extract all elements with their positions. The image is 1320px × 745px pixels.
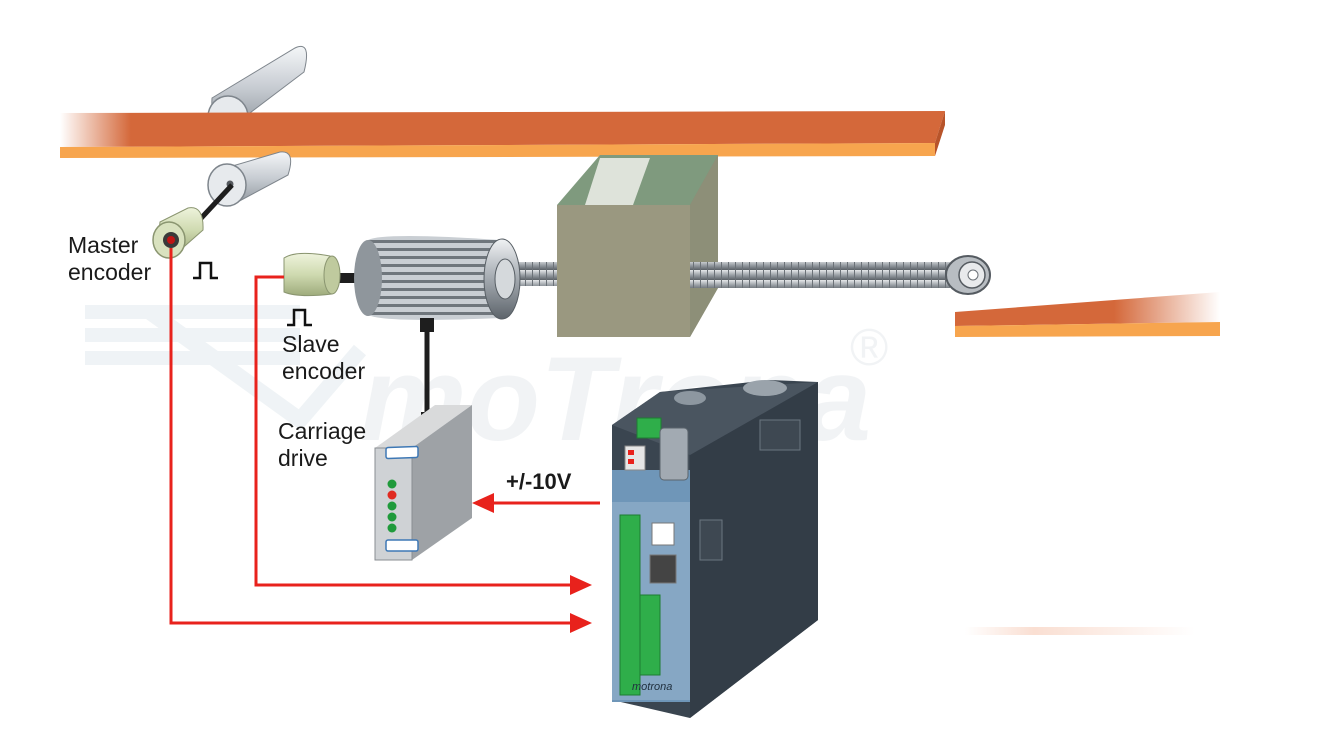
carriage-drive (374, 405, 472, 561)
arrow-slave-in (570, 575, 592, 595)
master-encoder (152, 183, 234, 259)
registered-icon: ® (850, 319, 888, 377)
pulse-icon (193, 261, 218, 280)
slave-label-line2: encoder (282, 358, 366, 384)
material-strip-top (60, 111, 945, 158)
drive-led-2 (387, 490, 397, 500)
voltage-label: +/-10V (506, 469, 572, 494)
slave-encoder (283, 252, 341, 297)
pulse-icon (287, 308, 312, 327)
master-encoder-label: Master encoder (68, 232, 151, 286)
carriage-drive-label: Carriage drive (278, 418, 366, 472)
watermark-swoosh (145, 305, 367, 431)
arrow-drive-in (472, 493, 494, 513)
master-encoder-wire (169, 248, 570, 625)
carriage-block (557, 155, 718, 337)
arrow-master-in (570, 613, 592, 633)
drive-led-4 (387, 512, 397, 522)
carriage-label-line2: drive (278, 445, 328, 471)
faint-strip (965, 627, 1195, 635)
carriage-label-line1: Carriage (278, 418, 367, 444)
drive-led-1 (387, 479, 397, 489)
slave-encoder-wire (254, 275, 570, 587)
drive-led-5 (387, 523, 397, 533)
material-strip-right (955, 292, 1220, 337)
carriage-motor (332, 236, 521, 332)
master-label-line1: Master (68, 232, 139, 258)
motrona-controller: motrona (612, 380, 818, 718)
drive-led-3 (387, 501, 397, 511)
signal-wires (169, 248, 600, 625)
controller-brand: motrona (632, 681, 672, 693)
slave-encoder-label: Slave encoder (282, 331, 365, 385)
master-label-line2: encoder (68, 259, 152, 285)
slave-label-line1: Slave (282, 331, 340, 357)
